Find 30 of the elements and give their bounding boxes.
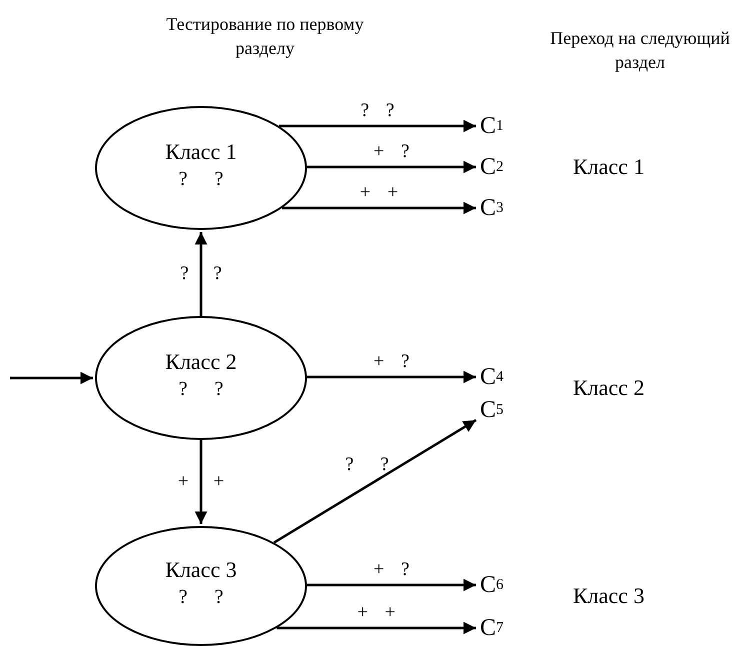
test-marks: ? ?	[178, 167, 224, 192]
arrow	[306, 160, 476, 174]
class-name: Класс 2	[165, 348, 237, 376]
class-name: Класс 3	[165, 556, 237, 584]
arrow	[273, 419, 477, 544]
arrow	[276, 622, 476, 634]
edge-label: + ?	[374, 142, 410, 162]
edge-label: + ?	[374, 560, 410, 580]
class-name: Класс 1	[165, 138, 237, 166]
edge-label: + +	[357, 603, 396, 623]
arrow	[194, 440, 208, 524]
test-marks: ? ?	[178, 377, 224, 402]
group-label: Класс 2	[573, 375, 644, 401]
arrow	[194, 232, 208, 316]
edge-label: ? ?	[180, 264, 222, 284]
edge-label: + +	[360, 183, 398, 203]
arrow	[278, 120, 476, 132]
edge-label: ? ?	[360, 101, 394, 121]
column-heading: Тестирование по первому разделу	[165, 13, 365, 60]
edge-label: + +	[178, 472, 224, 492]
edge-label: + ?	[374, 352, 410, 372]
arrow	[282, 202, 476, 214]
edge-label: ? ?	[345, 455, 389, 476]
arrow	[306, 578, 476, 592]
column-heading: Переход на следующий раздел	[549, 27, 731, 74]
arrow	[306, 370, 476, 384]
arrow	[10, 372, 93, 384]
group-label: Класс 3	[573, 583, 644, 609]
test-marks: ? ?	[178, 585, 224, 610]
group-label: Класс 1	[573, 154, 644, 180]
